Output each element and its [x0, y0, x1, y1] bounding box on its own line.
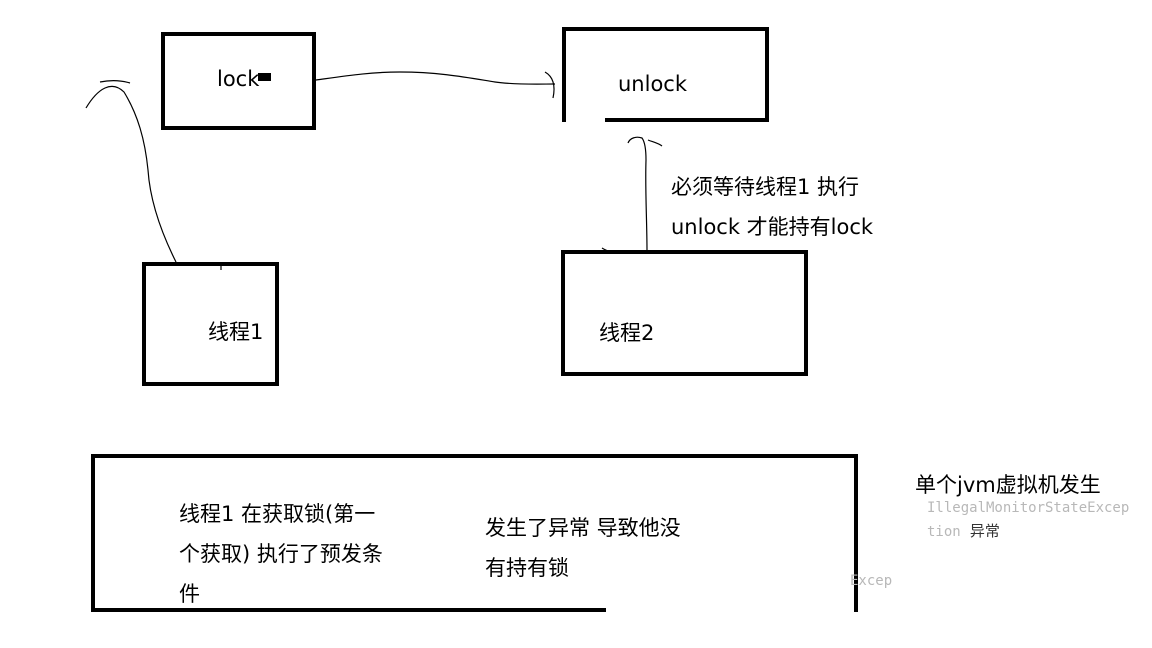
cursor-block-icon	[258, 73, 271, 81]
bottom-right-line2: 有持有锁	[485, 556, 569, 580]
side-exception-suffix: 异常	[969, 522, 1000, 540]
side-title: 单个jvm虚拟机发生	[915, 473, 1101, 497]
wait-note: 必须等待线程1 执行 unlock 才能持有lock	[671, 167, 873, 247]
connector-lock-to-unlock	[315, 71, 556, 85]
side-exception-line2-row: tion 异常	[927, 520, 1000, 544]
thread1-box: 线程1	[142, 262, 279, 386]
bottom-right-line1: 发生了异常 导致他没	[485, 516, 681, 540]
connector-thread1-to-lock	[85, 85, 177, 263]
side-exception-line2: tion	[927, 524, 961, 540]
bottom-left-note: 线程1 在获取锁(第一 个获取) 执行了预发条 件	[179, 494, 383, 614]
bottom-right-note: 发生了异常 导致他没 有持有锁	[485, 508, 681, 588]
bottom-left-line3: 件	[179, 582, 200, 606]
wait-note-line2: unlock 才能持有lock	[671, 215, 874, 239]
thread2-box: 线程2	[561, 250, 808, 376]
unlock-box-gap	[566, 114, 605, 123]
connector-thread2-to-unlock-hook	[647, 139, 663, 147]
unlock-box: unlock	[562, 27, 769, 122]
connector-lock-to-unlock-hook	[544, 71, 555, 99]
unlock-label: unlock	[618, 72, 688, 96]
wait-note-line1: 必须等待线程1 执行	[671, 175, 860, 199]
bottom-explanation-box: 线程1 在获取锁(第一 个获取) 执行了预发条 件 发生了异常 导致他没 有持有…	[91, 454, 858, 612]
lock-box: lock	[161, 32, 316, 130]
side-exception-line1: IllegalMonitorStateExcep	[927, 500, 1130, 516]
lock-label: lock	[217, 67, 260, 91]
residual-exception-text: Excep	[850, 573, 893, 589]
bottom-left-line1: 线程1 在获取锁(第一	[179, 502, 376, 526]
thread1-label: 线程1	[208, 320, 264, 344]
connector-thread2-to-unlock	[627, 136, 648, 253]
bottom-box-gap	[606, 603, 854, 613]
bottom-left-line2: 个获取) 执行了预发条	[179, 542, 383, 566]
thread2-label: 线程2	[599, 321, 655, 345]
connector-thread1-to-lock-hook	[99, 80, 131, 84]
